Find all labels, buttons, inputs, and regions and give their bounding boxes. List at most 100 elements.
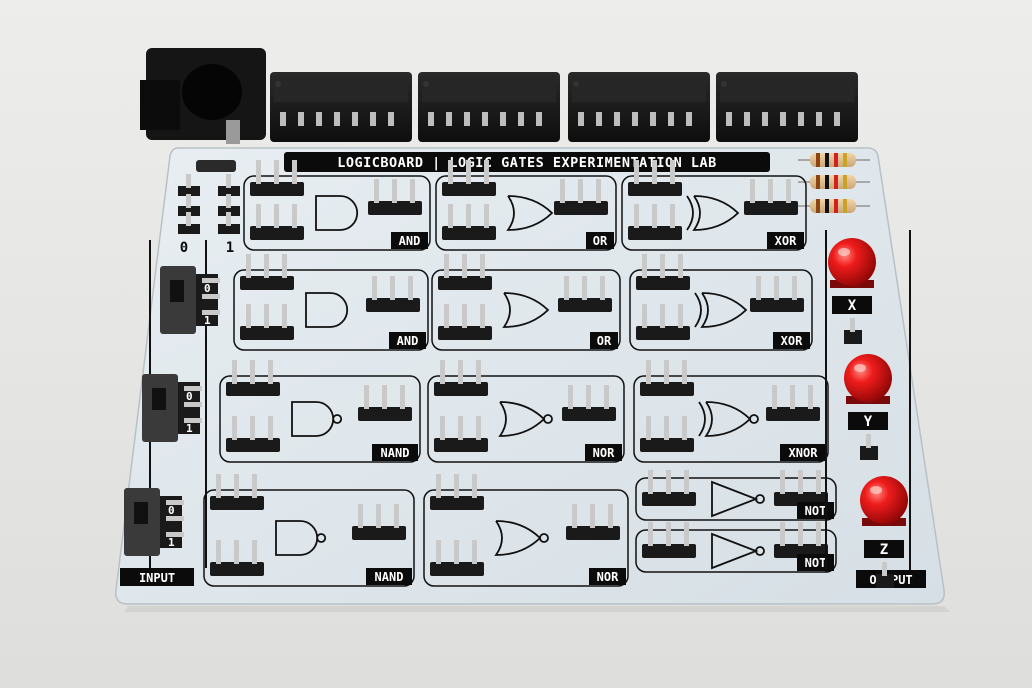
input-top-label-1: 1 — [226, 240, 234, 256]
switch-label-0: 0 — [168, 504, 175, 517]
pin-header[interactable] — [636, 254, 690, 290]
gate-or: OR — [435, 160, 617, 251]
pin-header[interactable] — [438, 254, 492, 290]
ic-chips — [270, 72, 858, 142]
led-jumper[interactable] — [876, 562, 894, 588]
pin-header[interactable] — [434, 416, 488, 452]
slide-switch[interactable]: 01 — [124, 488, 184, 556]
pin-header[interactable] — [430, 474, 484, 510]
gate-label: NAND — [381, 446, 410, 460]
pin-header[interactable] — [640, 416, 694, 452]
pin-header[interactable] — [442, 204, 496, 240]
gate-label: NOR — [597, 570, 619, 584]
gate-xor: XOR — [629, 254, 813, 351]
pin-header[interactable] — [210, 474, 264, 510]
led-x: X — [828, 238, 876, 344]
pin-header[interactable] — [750, 276, 804, 312]
xnor-gate-symbol-icon — [698, 401, 759, 437]
input-label: INPUT — [139, 571, 175, 585]
led-z: Z — [860, 476, 908, 588]
gate-or: OR — [431, 254, 621, 351]
ic-chip — [568, 72, 710, 142]
pin-header[interactable] — [434, 360, 488, 396]
board-title-banner: LOGICBOARD | LOGIC GATES EXPERIMENTATION… — [284, 152, 770, 172]
pin-header[interactable] — [368, 179, 422, 215]
gate-label: AND — [397, 334, 419, 348]
nand-gate-symbol-icon — [275, 520, 327, 556]
or-gate-symbol-icon — [502, 292, 550, 328]
gate-label: XNOR — [789, 446, 819, 460]
pin-header[interactable] — [628, 160, 682, 196]
and-gate-symbol-icon — [315, 195, 359, 231]
gate-label: OR — [597, 334, 612, 348]
gate-label: AND — [399, 234, 421, 248]
input-top-label-0: 0 — [180, 240, 188, 256]
switch-label-1: 1 — [168, 536, 175, 549]
pin-header[interactable] — [774, 522, 828, 558]
xor-gate-symbol-icon — [686, 195, 740, 231]
pin-header[interactable] — [558, 276, 612, 312]
resistor — [798, 199, 870, 213]
pin-header[interactable] — [210, 540, 264, 576]
pin-header[interactable] — [628, 204, 682, 240]
pin-header[interactable] — [226, 416, 280, 452]
input-jumper-block[interactable] — [178, 160, 240, 234]
resistors — [798, 153, 870, 213]
pin-header[interactable] — [358, 385, 412, 421]
not-gate-symbol-icon — [711, 532, 765, 570]
dc-power-jack — [140, 48, 266, 144]
gate-and: AND — [233, 254, 429, 351]
gate-label: NAND — [375, 570, 404, 584]
xor-gate-symbol-icon — [694, 292, 748, 328]
nor-gate-symbol-icon — [494, 520, 549, 556]
led-label: Z — [880, 542, 888, 558]
pin-header[interactable] — [566, 504, 620, 540]
switch-label-1: 1 — [204, 314, 211, 327]
resistor — [798, 153, 870, 167]
pin-header[interactable] — [442, 160, 496, 196]
pin-header[interactable] — [240, 254, 294, 290]
switch-label-0: 0 — [204, 282, 211, 295]
pin-header[interactable] — [250, 160, 304, 196]
not-gate-symbol-icon — [711, 480, 765, 518]
pin-header[interactable] — [642, 470, 696, 506]
and-gate-symbol-icon — [305, 292, 349, 328]
gate-and: AND — [243, 160, 431, 251]
gate-label: OR — [593, 234, 608, 248]
ic-chip — [716, 72, 858, 142]
pin-header[interactable] — [554, 179, 608, 215]
pin-header[interactable] — [240, 304, 294, 340]
board-title: LOGICBOARD | LOGIC GATES EXPERIMENTATION… — [337, 155, 717, 171]
led-label: Y — [864, 414, 873, 430]
pin-header[interactable] — [250, 204, 304, 240]
led-jumper[interactable] — [844, 318, 862, 344]
slide-switch[interactable]: 01 — [142, 374, 202, 442]
pin-header[interactable] — [366, 276, 420, 312]
gate-nand: NAND — [219, 360, 421, 463]
pin-header[interactable] — [766, 385, 820, 421]
pin-header[interactable] — [430, 540, 484, 576]
led-label: X — [848, 298, 857, 314]
led-jumper[interactable] — [860, 434, 878, 460]
pin-header[interactable] — [352, 504, 406, 540]
pin-header[interactable] — [562, 385, 616, 421]
gate-label: NOR — [593, 446, 615, 460]
gate-label: NOT — [805, 556, 827, 570]
pin-header[interactable] — [636, 304, 690, 340]
pin-header[interactable] — [438, 304, 492, 340]
pin-header[interactable] — [744, 179, 798, 215]
or-gate-symbol-icon — [506, 195, 554, 231]
nor-gate-symbol-icon — [498, 401, 553, 437]
slide-switch[interactable]: 01 — [160, 266, 220, 334]
pin-header[interactable] — [774, 470, 828, 506]
pin-header[interactable] — [642, 522, 696, 558]
gate-not: NOT — [635, 522, 837, 573]
pin-header[interactable] — [226, 360, 280, 396]
gate-nor: NOR — [423, 474, 629, 587]
pin-header[interactable] — [640, 360, 694, 396]
led-y: Y — [844, 354, 892, 460]
ic-chip — [418, 72, 560, 142]
gate-label: XOR — [781, 334, 803, 348]
